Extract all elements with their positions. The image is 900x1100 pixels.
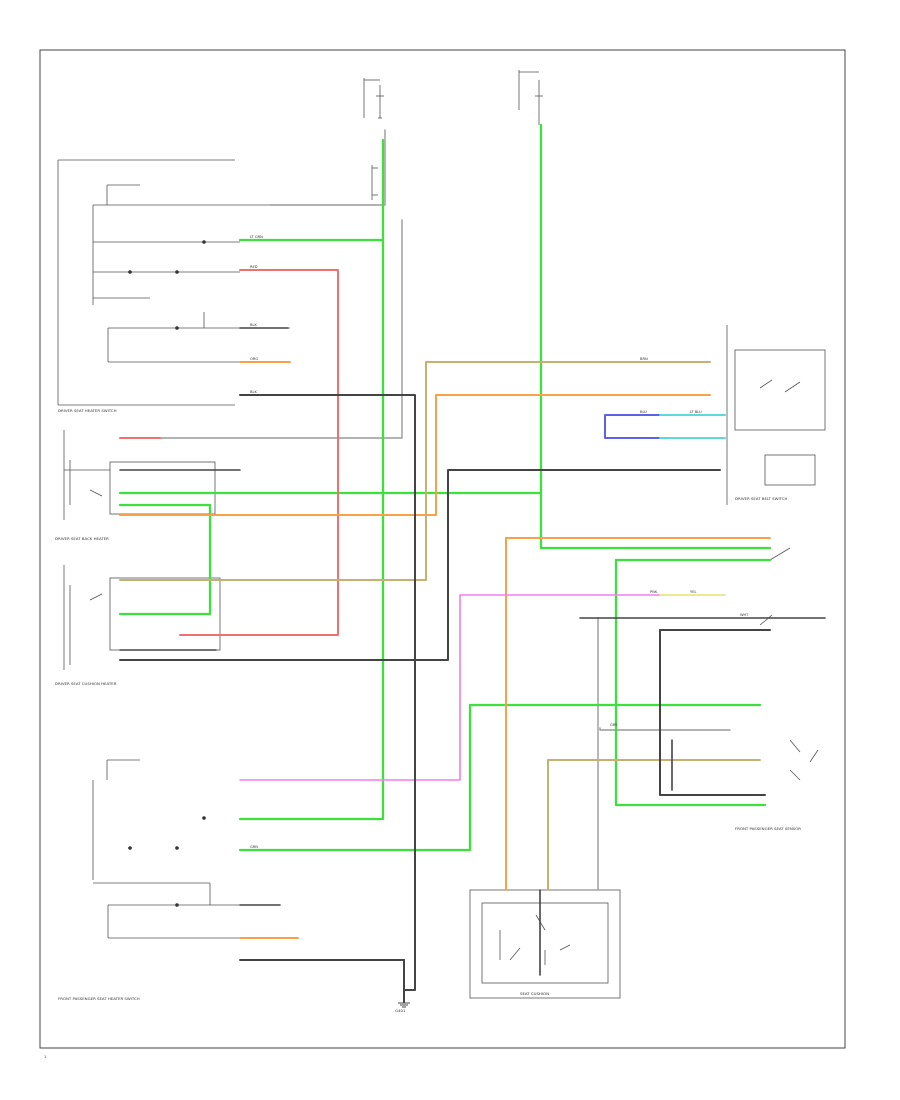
driver-switch-outline bbox=[57, 159, 235, 406]
wire-label: BRN bbox=[640, 357, 648, 361]
wire-label: BLU bbox=[640, 410, 647, 414]
seat-cushion-caption: SEAT CUSHION bbox=[520, 991, 549, 996]
wire-label: PNK bbox=[650, 590, 658, 594]
ground-icon bbox=[398, 1002, 410, 1008]
seatbelt-switch-caption: DRIVER SEAT BELT SWITCH bbox=[735, 496, 788, 501]
ground-caption: G401 bbox=[395, 1008, 406, 1013]
passenger-heater-switch-caption: FRONT PASSENGER SEAT HEATER SWITCH bbox=[58, 996, 140, 1001]
passenger-cushion-heater bbox=[469, 889, 621, 999]
diagram-border bbox=[39, 49, 846, 1049]
driver-cushion-caption: DRIVER SEAT CUSHION HEATER bbox=[55, 681, 117, 686]
driver-seatback-heater bbox=[63, 430, 216, 520]
wire-label: RED bbox=[250, 265, 258, 269]
wire-label: GRY bbox=[610, 723, 618, 727]
wire-label: YEL bbox=[690, 590, 696, 594]
wire-labels: LT GRN RED BLK BLK ORG BRN BLU LT BLU PN… bbox=[250, 235, 749, 849]
wire-label: WHT bbox=[740, 613, 749, 617]
seat-belt-switch-box bbox=[726, 325, 826, 505]
wire-label: BLK bbox=[250, 323, 257, 327]
driver-heater-switch-caption: DRIVER SEAT HEATER SWITCH bbox=[58, 408, 117, 413]
component-captions: DRIVER SEAT HEATER SWITCH DRIVER SEAT BA… bbox=[55, 408, 801, 1013]
wire-label: BLK bbox=[250, 390, 257, 394]
driver-switch-internals bbox=[92, 184, 290, 363]
wire-label: ORG bbox=[250, 357, 258, 361]
driver-seatback-caption: DRIVER SEAT BACK HEATER bbox=[55, 536, 109, 541]
page-number: 1 bbox=[44, 1054, 47, 1059]
junction-block-upper bbox=[371, 165, 378, 200]
fuse-block-left bbox=[363, 78, 384, 119]
passenger-sensor-switches bbox=[759, 547, 819, 781]
passenger-sensor-caption: FRONT PASSENGER SEAT SENSOR bbox=[735, 826, 801, 831]
fuse-block-right bbox=[518, 70, 543, 125]
wire-label: LT BLU bbox=[690, 410, 702, 414]
wires bbox=[118, 123, 826, 1003]
wire-label: LT GRN bbox=[250, 235, 263, 239]
wire-label: GRN bbox=[250, 845, 258, 849]
